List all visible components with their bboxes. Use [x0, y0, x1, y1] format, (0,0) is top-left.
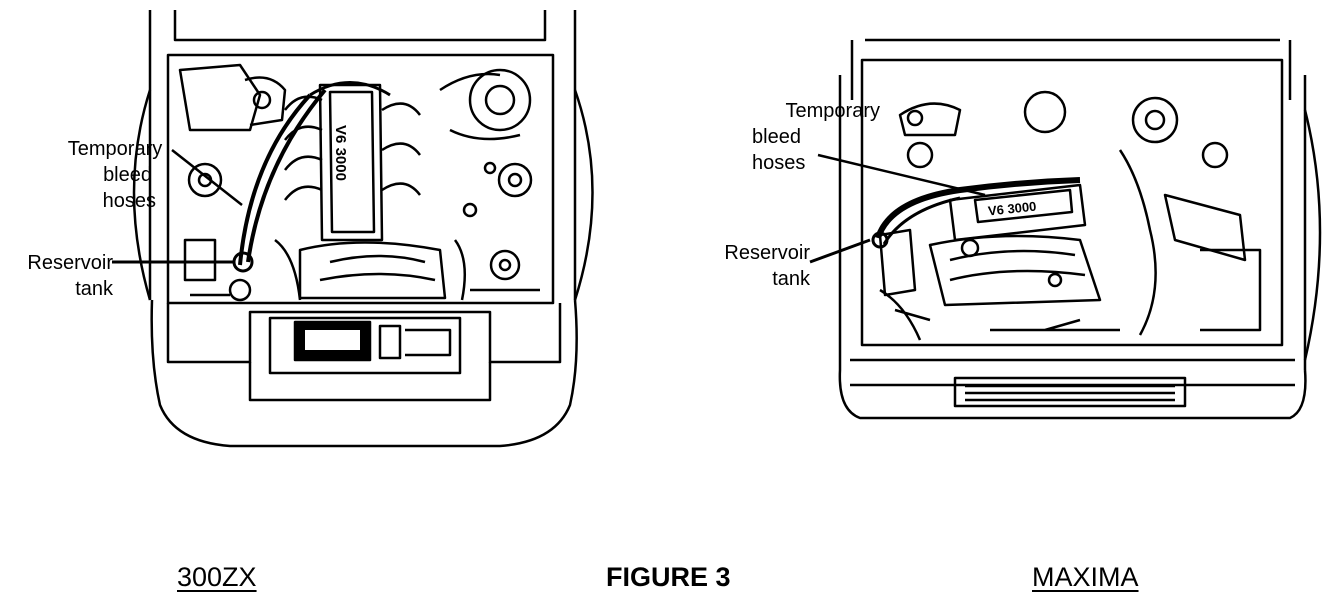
engine-badge-maxima: V6 3000 — [987, 198, 1038, 219]
label-line: Temporary — [785, 100, 880, 122]
engine-badge-300zx: V6 3000 — [331, 125, 349, 181]
car-300zx-illustration — [112, 10, 594, 448]
label-line: bleed — [103, 164, 152, 186]
label-reservoir-tank-maxima: Reservoir tank — [700, 240, 810, 292]
label-line: bleed — [752, 126, 801, 148]
label-line: hoses — [752, 152, 806, 174]
caption-300zx: 300ZX — [177, 562, 257, 592]
label-line: tank — [75, 278, 113, 300]
caption-maxima: MAXIMA — [1032, 562, 1139, 592]
label-line: Reservoir — [27, 252, 113, 274]
figure-title: FIGURE 3 — [606, 562, 731, 592]
label-line: Temporary — [67, 138, 163, 160]
label-temporary-bleed-hoses-300zx: Temporary bleed hoses — [50, 136, 180, 214]
label-temporary-bleed-hoses-maxima: Temporary bleed hoses — [742, 98, 880, 176]
label-line: Reservoir — [724, 242, 810, 264]
label-line: hoses — [102, 190, 156, 212]
label-reservoir-tank-300zx: Reservoir tank — [5, 250, 113, 302]
label-line: tank — [772, 268, 810, 290]
car-maxima-illustration — [809, 38, 1322, 420]
